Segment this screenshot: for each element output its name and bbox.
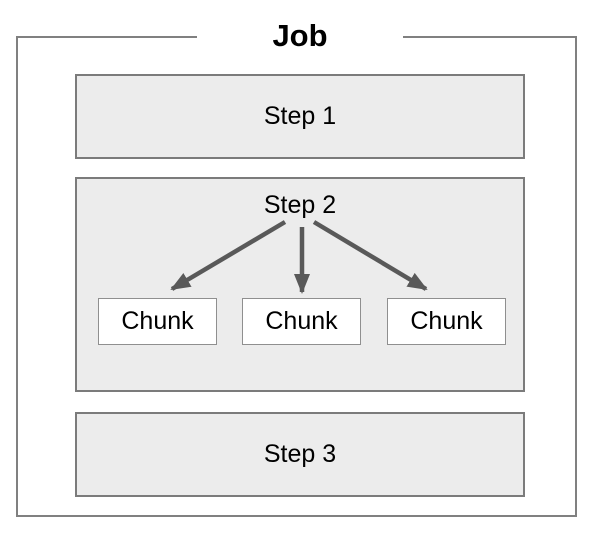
job-title: Job [197,17,403,55]
step-1-label: Step 1 [263,102,337,130]
chunk-label: Chunk [121,307,194,335]
chunk-box-2: Chunk [242,298,361,345]
step-3-box: Step 3 [75,412,525,497]
step-3-label: Step 3 [263,440,337,468]
step-1-box: Step 1 [75,74,525,159]
chunk-box-1: Chunk [98,298,217,345]
chunk-label: Chunk [410,307,483,335]
step-2-box: Step 2 [75,177,525,392]
step-2-label: Step 2 [263,191,337,219]
chunk-box-3: Chunk [387,298,506,345]
chunk-label: Chunk [265,307,338,335]
